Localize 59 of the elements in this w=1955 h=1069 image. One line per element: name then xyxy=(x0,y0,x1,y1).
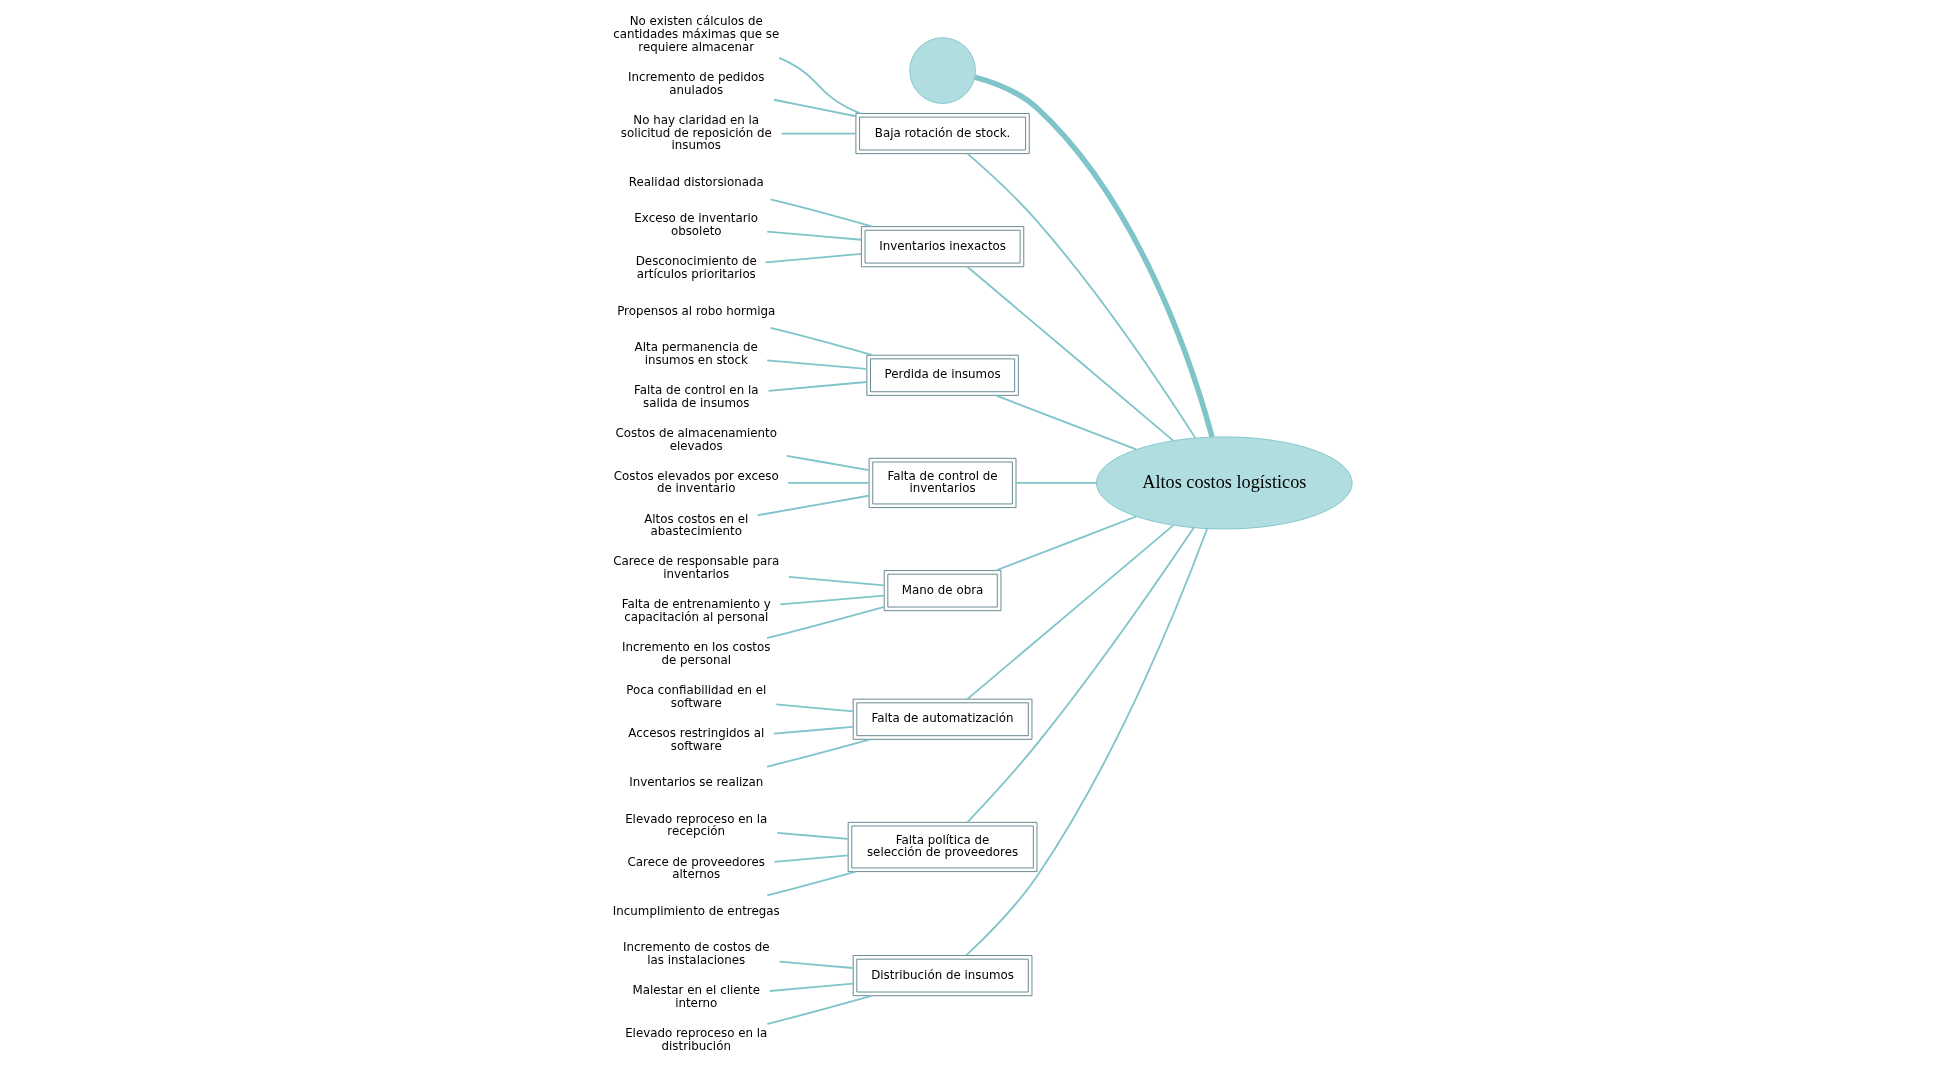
node-text: Accesos restringidos al software xyxy=(627,725,764,753)
node-text: No hay claridad en la solicitud de reposición de insumos xyxy=(620,112,772,153)
connector xyxy=(787,576,885,587)
node-text: Elevado reproceso en la recepción xyxy=(624,811,767,839)
node-text: Costos de almacenamiento elevados xyxy=(615,425,777,453)
connector xyxy=(765,994,873,1025)
connector xyxy=(965,524,1174,700)
connector xyxy=(756,494,870,517)
connector xyxy=(777,56,861,115)
connector xyxy=(765,359,867,370)
connector xyxy=(778,594,885,606)
node-text: Falta de entrenamiento y capacitación al personal xyxy=(621,597,771,625)
connector xyxy=(765,870,857,897)
node-text: Falta de control en la salida de insumos xyxy=(633,382,758,410)
connector xyxy=(966,153,1196,439)
node-text: Incremento de costos de las instalaciones xyxy=(622,940,770,968)
connector xyxy=(965,527,1208,957)
connector xyxy=(764,252,862,264)
connector xyxy=(780,132,856,135)
connector xyxy=(765,230,862,241)
node-text: Carece de proveedores alternos xyxy=(627,854,765,882)
node-text: No existen cálculos de cantidades máximas que se requiere almacenar xyxy=(612,14,779,54)
node-text: Incumplimiento de entregas xyxy=(612,903,780,918)
node-text: Realidad distorsionada xyxy=(628,174,764,189)
node-text: Desconocimiento de artículos prioritarios xyxy=(635,254,757,282)
connector xyxy=(767,381,868,392)
node-text: Propensos al robo hormiga xyxy=(616,303,775,318)
node-text: Poca confiabilidad en el software xyxy=(625,683,766,710)
node-text: Altos costos en el abastecimiento xyxy=(643,511,748,539)
node-text: Malestar en el cliente interno xyxy=(632,983,760,1010)
node-text: Alta permanencia de insumos en stock xyxy=(634,340,758,367)
node-ellipse: Altos costos logísticos xyxy=(1095,436,1353,530)
node-text: Elevado reproceso en la distribución xyxy=(624,1026,767,1053)
node-text: Incremento en los costos de personal xyxy=(621,640,770,667)
connector xyxy=(966,526,1195,824)
connector xyxy=(765,738,871,768)
connector xyxy=(769,327,874,357)
connector xyxy=(1014,482,1097,484)
node-text: Inventarios se realizan xyxy=(628,775,763,790)
node-text: Incremento de pedidos anulados xyxy=(627,69,765,97)
connector xyxy=(994,394,1137,451)
connector xyxy=(775,831,849,840)
connector xyxy=(772,98,857,118)
node-text: Carece de responsable para inventarios xyxy=(612,554,779,582)
connector xyxy=(973,74,1215,438)
connector xyxy=(773,854,849,863)
connector xyxy=(769,198,874,228)
connector xyxy=(765,606,885,639)
connector xyxy=(774,703,854,713)
connector xyxy=(965,265,1174,442)
connector xyxy=(994,515,1137,572)
connector xyxy=(778,960,854,969)
connector xyxy=(785,454,870,472)
node-text: Costos elevados por exceso de inventario xyxy=(613,468,779,496)
node-text: Exceso de inventario obsoleto xyxy=(633,211,758,239)
connector xyxy=(772,725,854,735)
node-crescent xyxy=(908,37,976,104)
connector xyxy=(768,982,854,992)
connector xyxy=(786,482,870,484)
